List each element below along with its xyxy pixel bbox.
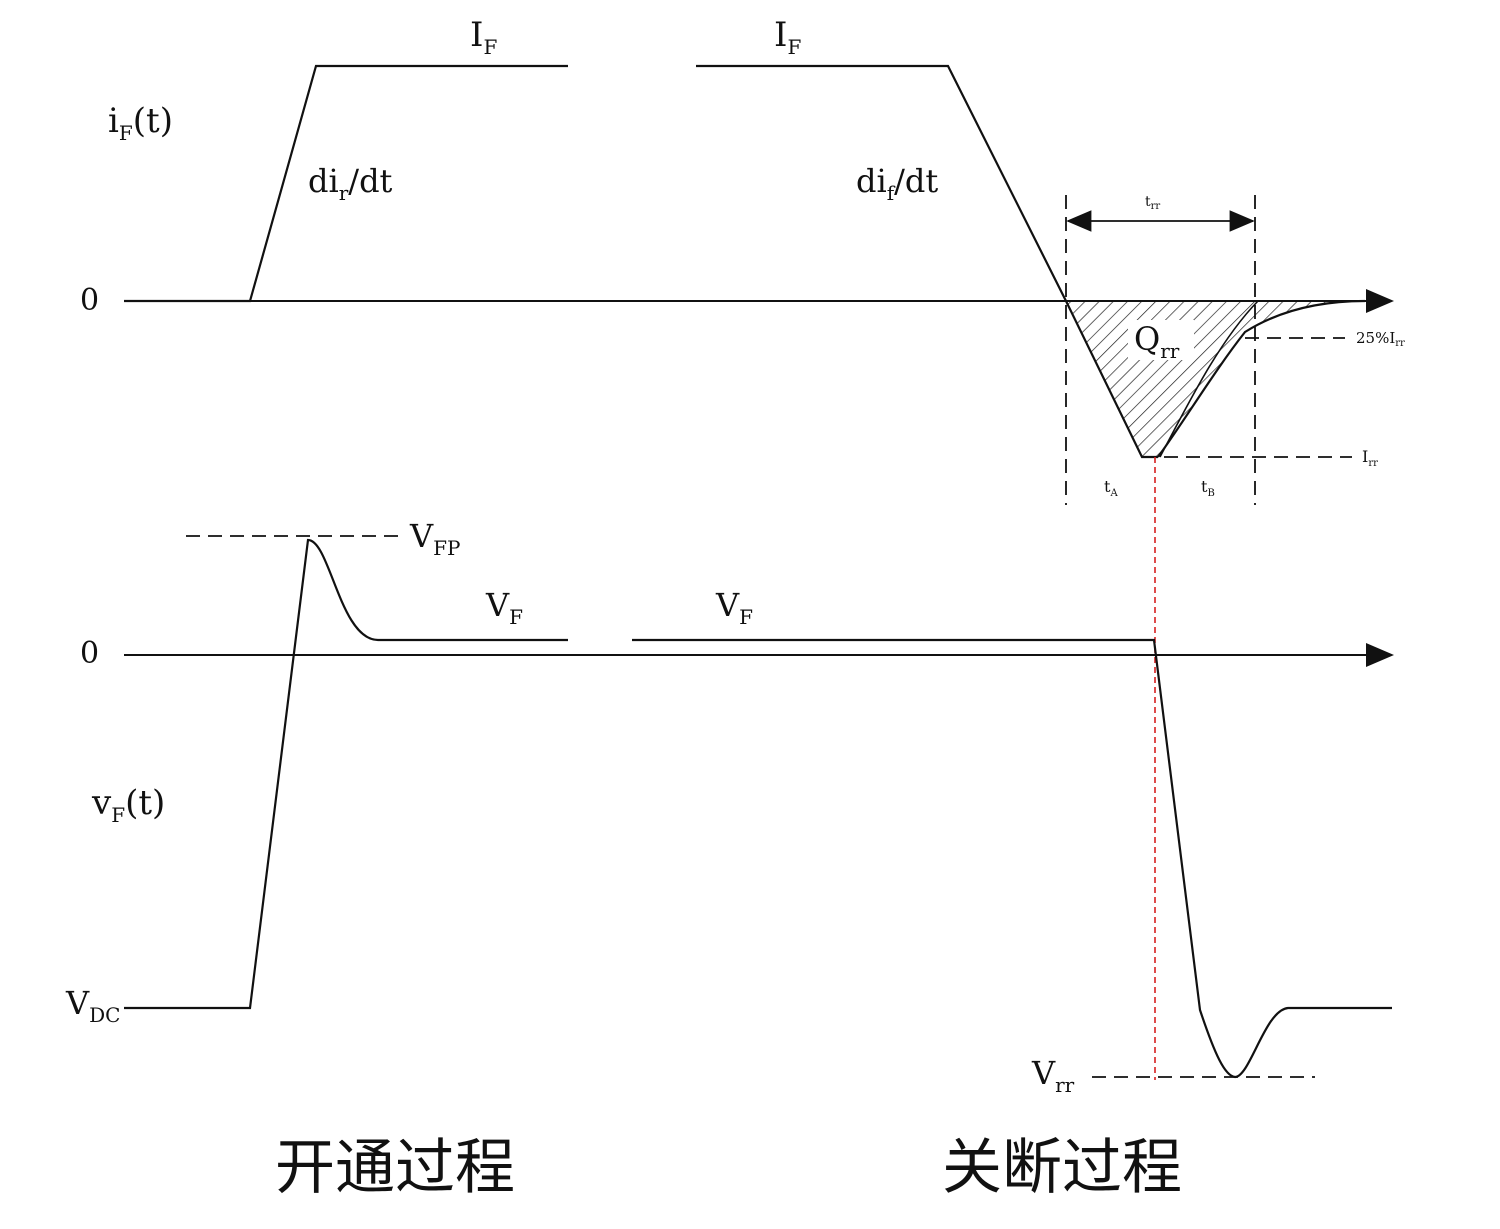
qrr-label-backdrop <box>1128 320 1194 360</box>
fall-slope-label: dif/dt <box>856 162 938 205</box>
trr-label: trr <box>1145 194 1160 212</box>
pct-irr-label: 25%Irr <box>1356 329 1405 349</box>
current-axis-label: iF(t) <box>108 101 173 145</box>
current-waveform-turn-on <box>124 64 568 303</box>
qrr-hatched-area <box>1066 301 1365 457</box>
voltage-waveform-turn-on <box>124 538 568 1010</box>
rise-slope-label: dir/dt <box>308 162 393 205</box>
plateau-label-right: IF <box>774 15 801 59</box>
voltage-waveform-turn-off <box>632 638 1392 1079</box>
current-plot: iF(t) 0 IF IF dir/dt dif/dt trr Qrr 25%I… <box>80 15 1405 505</box>
current-recovery-edge <box>1159 300 1259 458</box>
plateau-label-left: IF <box>470 15 497 59</box>
current-waveform-turn-off <box>696 64 1158 459</box>
tb-label: tB <box>1201 477 1215 499</box>
voltage-plot: vF(t) 0 VFP VF VF VDC Vrr <box>65 517 1394 1097</box>
voltage-zero-label: 0 <box>80 636 99 671</box>
irr-label: Irr <box>1362 447 1378 469</box>
vdc-label: VDC <box>65 984 120 1027</box>
vf-label-left: VF <box>485 586 523 629</box>
turn-on-caption: 开通过程 <box>275 1133 515 1203</box>
voltage-axis-label: vF(t) <box>91 783 165 827</box>
current-zero-label: 0 <box>80 283 99 318</box>
vf-label-right: VF <box>715 586 753 629</box>
vrr-label: Vrr <box>1031 1054 1075 1097</box>
vfp-label: VFP <box>409 517 460 560</box>
current-recovery-tail <box>1157 299 1366 458</box>
turn-off-caption: 关断过程 <box>942 1133 1182 1203</box>
qrr-label: Qrr <box>1134 320 1180 363</box>
ta-label: tA <box>1104 477 1118 499</box>
